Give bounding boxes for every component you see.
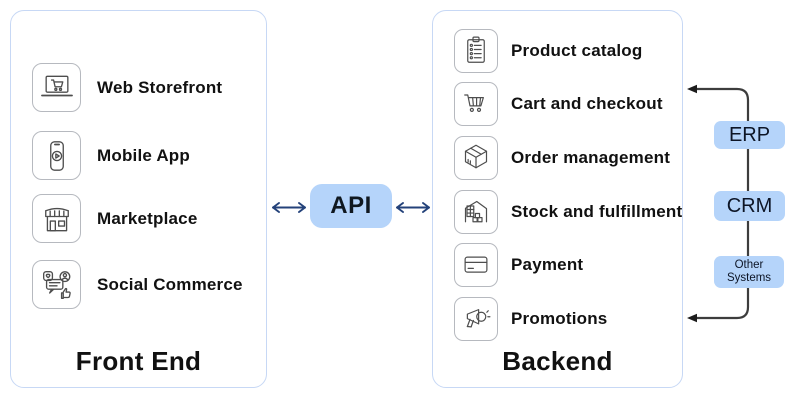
backend-item-cart-checkout: Cart and checkout	[454, 82, 663, 126]
erp-label: ERP	[728, 123, 771, 146]
frontend-title: Front End	[75, 346, 202, 376]
other-systems-box: Other Systems	[714, 256, 784, 288]
megaphone-icon	[454, 297, 498, 341]
clipboard-list-icon	[454, 29, 498, 73]
backend-title: Backend	[502, 346, 613, 376]
backend-panel: Product catalog Cart and checkout	[432, 10, 683, 388]
api-backend-arrow	[396, 202, 430, 213]
frontend-item-social-commerce: Social Commerce	[32, 260, 243, 309]
credit-card-icon	[454, 243, 498, 287]
backend-item-label: Order management	[511, 148, 671, 167]
api-box: API	[310, 184, 392, 228]
mobile-play-icon	[32, 131, 81, 180]
backend-item-order-management: Order management	[454, 136, 670, 180]
other-systems-label: Other Systems	[726, 258, 772, 284]
backend-item-product-catalog: Product catalog	[454, 29, 642, 73]
backend-item-label: Cart and checkout	[511, 94, 663, 113]
backend-item-label: Stock and fulfillment	[511, 202, 683, 221]
frontend-item-web-storefront: Web Storefront	[32, 63, 222, 112]
backend-item-promotions: Promotions	[454, 297, 607, 341]
frontend-item-label: Social Commerce	[97, 274, 243, 294]
api-label: API	[330, 192, 372, 219]
backend-item-label: Payment	[511, 255, 584, 274]
package-box-icon	[454, 136, 498, 180]
frontend-item-marketplace: Marketplace	[32, 194, 197, 243]
warehouse-icon	[454, 190, 498, 234]
frontend-item-label: Marketplace	[97, 208, 198, 228]
crm-box: CRM	[714, 191, 785, 221]
frontend-item-label: Web Storefront	[97, 77, 223, 97]
backend-item-label: Promotions	[511, 309, 608, 328]
storefront-icon	[32, 194, 81, 243]
laptop-cart-icon	[32, 63, 81, 112]
crm-label: CRM	[726, 194, 773, 217]
backend-item-label: Product catalog	[511, 41, 643, 60]
frontend-item-label: Mobile App	[97, 145, 190, 165]
erp-box: ERP	[714, 121, 785, 149]
frontend-item-mobile-app: Mobile App	[32, 131, 190, 180]
backend-item-payment: Payment	[454, 243, 583, 287]
frontend-panel: Web Storefront Mobile App	[10, 10, 267, 388]
social-chat-icon	[32, 260, 81, 309]
backend-item-stock-fulfillment: Stock and fulfillment	[454, 190, 682, 234]
frontend-api-arrow	[272, 202, 306, 213]
shopping-cart-icon	[454, 82, 498, 126]
